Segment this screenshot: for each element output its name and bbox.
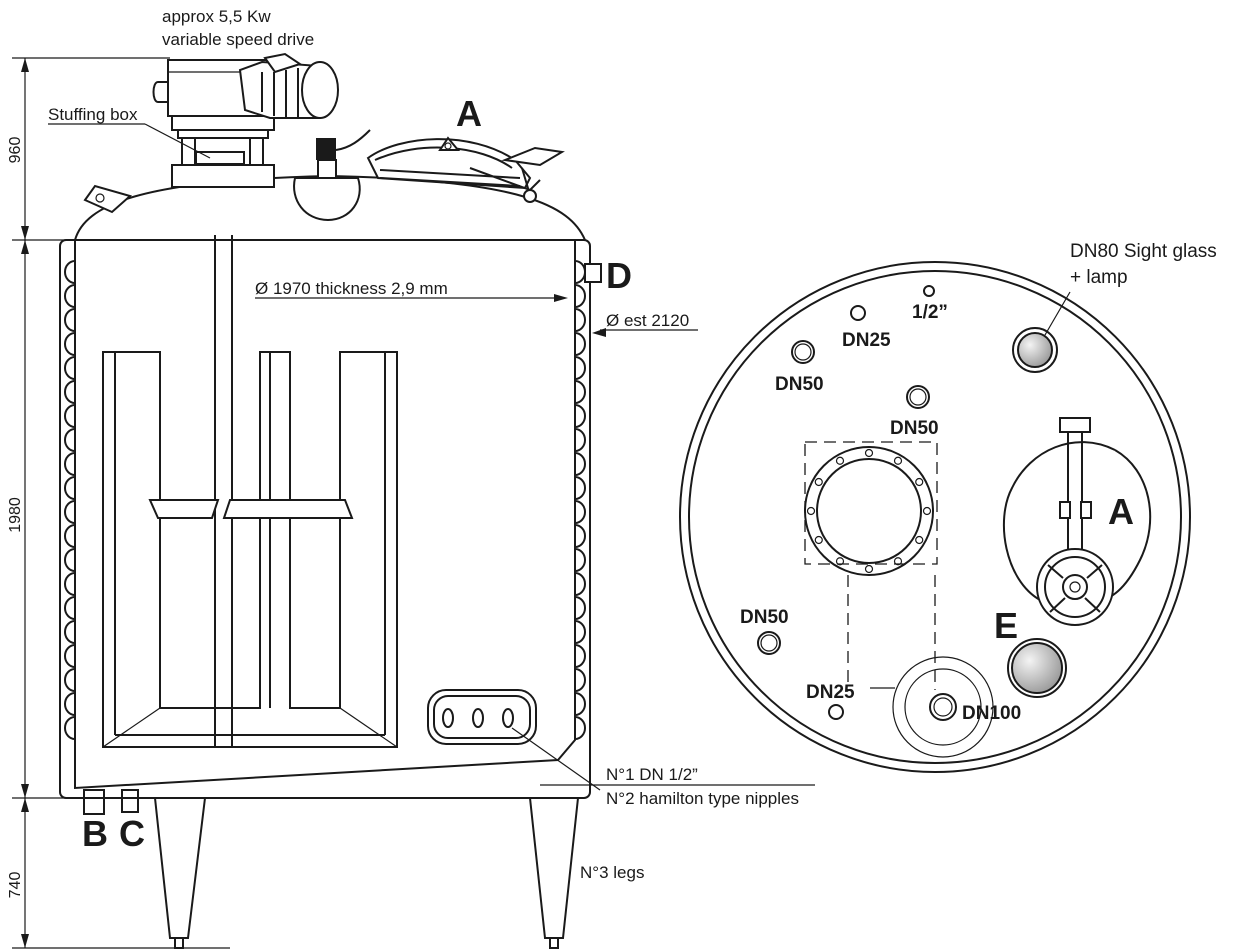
stuffing-box [48,115,275,188]
dimension-body: 1980 [7,497,24,533]
dimension-top: 960 [7,137,24,164]
nozzle-d [584,263,602,283]
label-drive-2: variable speed drive [162,30,314,49]
side-view: 960 1980 740 [7,7,815,949]
label-half-inch: 1/2” [912,302,948,323]
label-diameter: Ø 1970 thickness 2,9 mm [255,279,448,298]
letter-a-side: A [456,93,482,134]
drive-motor [152,52,339,119]
port-e [1007,638,1067,698]
label-sight-glass-1: DN80 Sight glass [1070,241,1217,262]
letter-d: D [606,255,632,296]
label-dn50-lower: DN50 [740,607,789,628]
port-dn100 [892,656,994,758]
dimension-lines [12,57,230,949]
label-outer-diameter: Ø est 2120 [606,311,689,330]
port-half-inch [923,285,935,297]
tank-legs [154,797,579,949]
letter-e: E [994,605,1018,646]
label-stuffing-box: Stuffing box [48,105,138,124]
port-dn50-lower [757,631,781,655]
manhole-side [366,136,565,203]
label-drive-1: approx 5,5 Kw [162,7,271,26]
label-legs: N°3 legs [580,863,644,882]
label-dn100: DN100 [962,703,1021,724]
port-dn50-left [791,340,815,364]
label-dn25-top: DN25 [842,330,891,351]
nozzle-b [83,789,105,815]
label-dn50-center: DN50 [890,418,939,439]
label-nipples-2: N°2 hamilton type nipples [606,789,799,808]
port-dn25-bottom [828,704,844,720]
letter-c: C [119,813,145,854]
top-view: DN80 Sight glass + lamp DN25 1/2” DN50 D… [679,241,1217,773]
letter-b: B [82,813,108,854]
nozzle-c [121,789,139,813]
manhole-top [1002,417,1152,626]
dimension-legs: 740 [7,872,24,899]
central-flange [804,441,938,690]
agitator-frame [102,351,398,748]
lifting-lug [83,184,133,214]
port-dn50-center [906,385,930,409]
port-dn25-top [850,305,866,321]
label-sight-glass-2: + lamp [1070,267,1128,288]
jacket-coils [64,260,586,740]
letter-a-top: A [1108,491,1134,532]
sight-glass [1012,291,1071,373]
label-nipples-1: N°1 DN 1/2” [606,765,698,784]
top-valve [293,129,371,222]
hamilton-nipples [427,689,815,791]
label-dn25-bottom: DN25 [806,682,855,703]
label-dn50-left: DN50 [775,374,824,395]
